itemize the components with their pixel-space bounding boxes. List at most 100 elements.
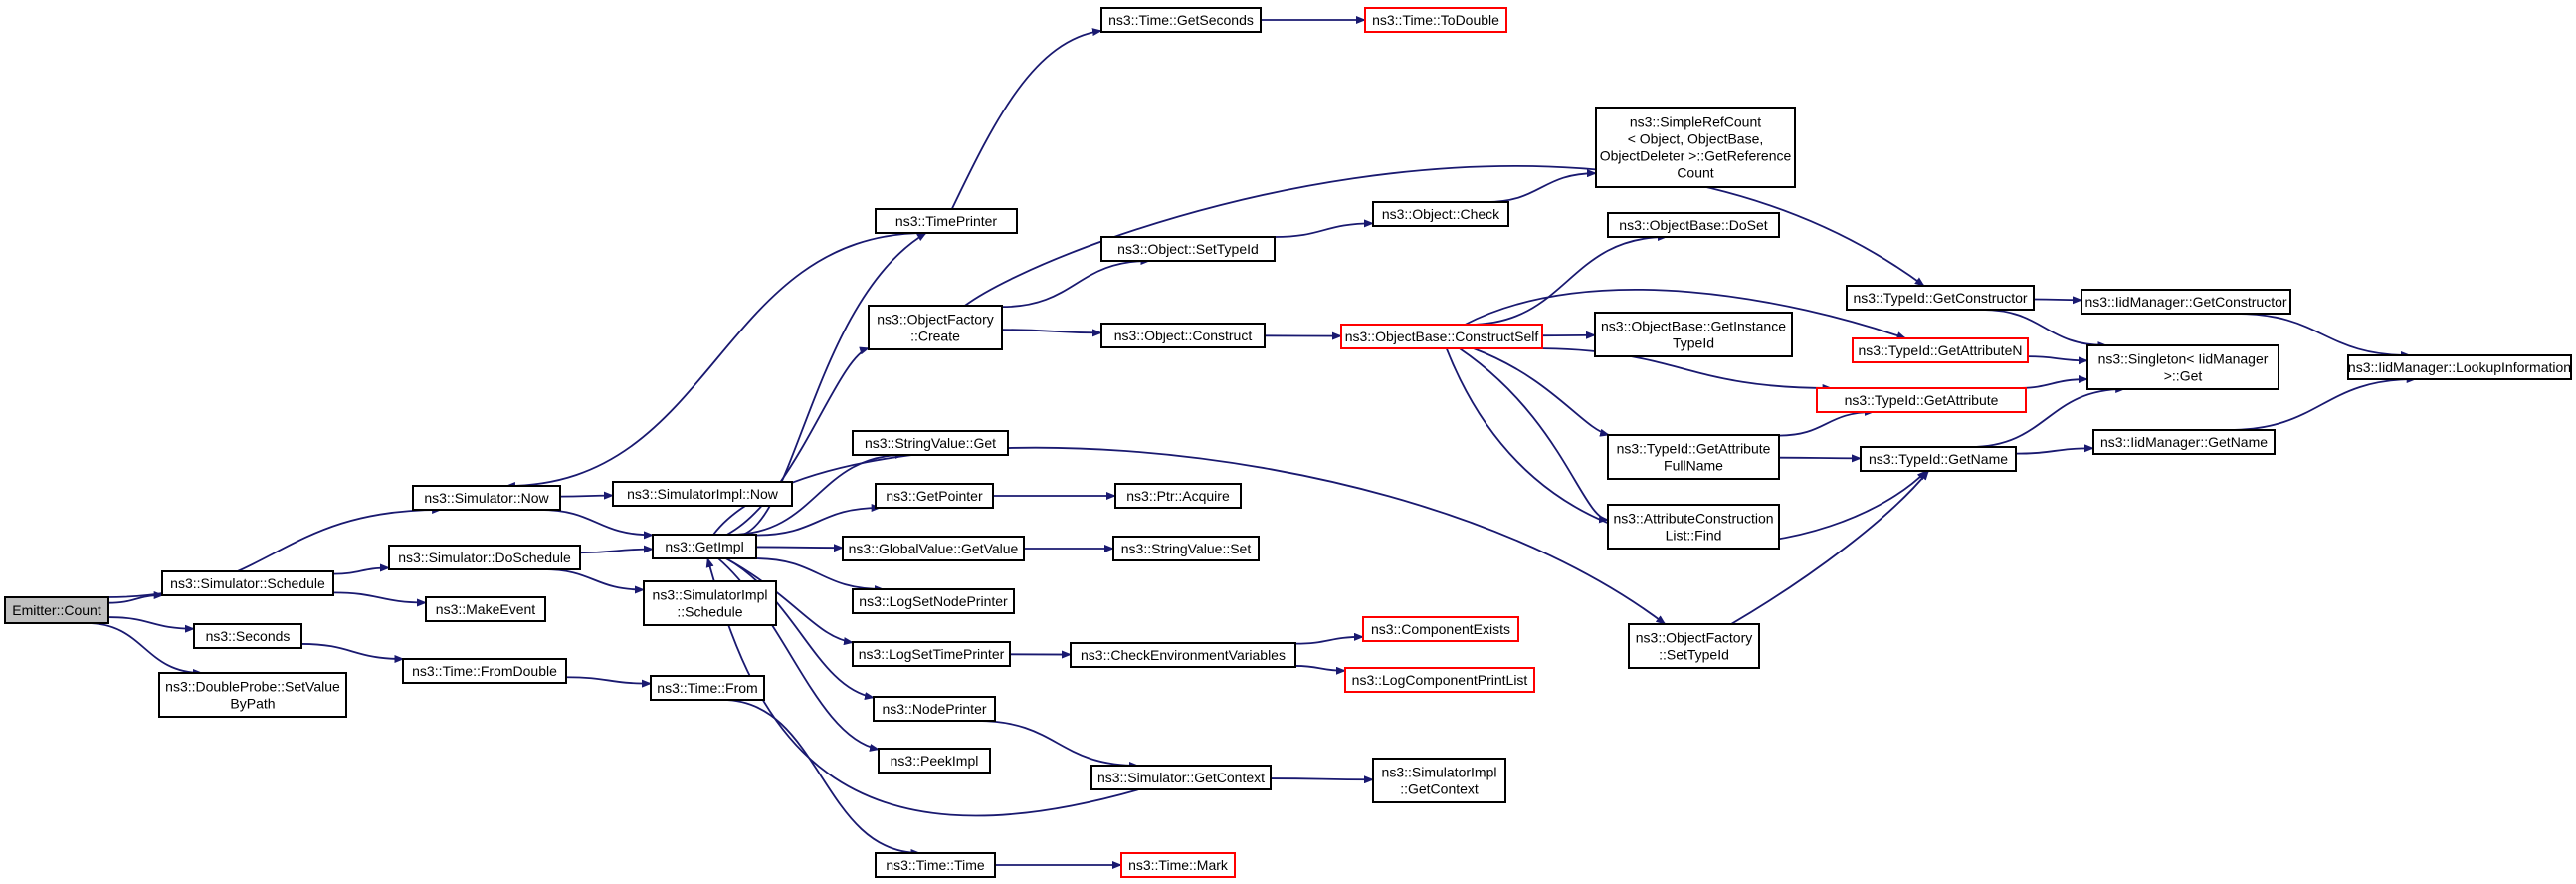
edge-getimpl-to-nodeprinter <box>725 557 875 701</box>
node-label-line: ns3::Ptr::Acquire <box>1126 488 1230 504</box>
node-sim-doschedule[interactable]: ns3::Simulator::DoSchedule <box>388 545 581 570</box>
edge-objfactory_settypeid-to-typeid_getname <box>1730 470 1929 625</box>
node-sim-now[interactable]: ns3::Simulator::Now <box>412 485 561 511</box>
node-label-line: < Object, ObjectBase, <box>1628 130 1764 146</box>
edge-nodeprinter-to-sim_getcontext <box>977 720 1139 770</box>
node-label-line: ns3::ObjectBase::DoSet <box>1619 217 1768 233</box>
node-label-line: ns3::Time::Mark <box>1128 857 1229 873</box>
node-box <box>875 483 994 509</box>
node-label-line: ns3::SimulatorImpl <box>653 586 768 602</box>
node-box <box>1607 504 1780 550</box>
edge-objbase_constructself-to-typeid_getattributen <box>1464 289 1907 339</box>
node-iidmanager-getname[interactable]: ns3::IidManager::GetName <box>2092 429 2276 455</box>
node-sim-schedule[interactable]: ns3::Simulator::Schedule <box>161 570 334 596</box>
edge-timeprinter-to-time_getseconds <box>950 28 1102 210</box>
node-label-line: >::Get <box>2164 367 2203 383</box>
node-label-line: ns3::StringValue::Get <box>865 435 996 451</box>
edge-getimpl-to-timeprinter <box>741 232 927 536</box>
node-nodeprinter[interactable]: ns3::NodePrinter <box>873 696 996 722</box>
node-objfactory-settypeid[interactable]: ns3::ObjectFactory::SetTypeId <box>1628 623 1760 669</box>
edge-objfactory_create-to-object_settypeid <box>1001 257 1151 309</box>
node-checkenvvars[interactable]: ns3::CheckEnvironmentVariables <box>1070 642 1296 668</box>
node-box <box>1114 483 1242 509</box>
node-ptr-acquire[interactable]: ns3::Ptr::Acquire <box>1114 483 1242 509</box>
node-box <box>1340 324 1543 349</box>
edge-typeid_getconstructor-to-iidmanager_getconstructor <box>2033 296 2082 305</box>
node-label-line: ns3::ObjectFactory <box>877 311 994 327</box>
node-simimpl-now[interactable]: ns3::SimulatorImpl::Now <box>612 481 793 507</box>
node-logsettimeprinter[interactable]: ns3::LogSetTimePrinter <box>852 641 1011 667</box>
edge-typeid_getattributen-to-singleton_get <box>2027 355 2088 365</box>
node-box <box>2086 344 2279 390</box>
node-logcomponentprintlist[interactable]: ns3::LogComponentPrintList <box>1344 667 1535 693</box>
node-label-line: ns3::TypeId::GetAttributeN <box>1859 342 2023 358</box>
node-box <box>1860 446 2017 472</box>
node-stringvalue-get[interactable]: ns3::StringValue::Get <box>852 430 1009 456</box>
node-sim-getcontext[interactable]: ns3::Simulator::GetContext <box>1090 765 1272 790</box>
edge-sim_schedule-to-makeevent <box>332 591 427 607</box>
node-object-check[interactable]: ns3::Object::Check <box>1372 201 1509 227</box>
node-logsetnodeprinter[interactable]: ns3::LogSetNodePrinter <box>852 588 1015 614</box>
node-seconds[interactable]: ns3::Seconds <box>193 623 302 649</box>
node-label-line: ::SetTypeId <box>1659 646 1729 662</box>
node-time-from[interactable]: ns3::Time::From <box>650 675 765 701</box>
node-label-line: ns3::TimePrinter <box>895 213 998 229</box>
edge-checkenvvars-to-componentexists <box>1294 632 1364 645</box>
node-label-line: ns3::LogComponentPrintList <box>1352 672 1528 688</box>
edge-objbase_constructself-to-typeid_getattribute <box>1531 347 1833 392</box>
node-simimpl-schedule[interactable]: ns3::SimulatorImpl::Schedule <box>643 580 777 626</box>
node-globalvalue-getvalue[interactable]: ns3::GlobalValue::GetValue <box>842 536 1025 561</box>
node-typeid-getconstructor[interactable]: ns3::TypeId::GetConstructor <box>1846 285 2035 311</box>
node-time-getseconds[interactable]: ns3::Time::GetSeconds <box>1100 7 1262 33</box>
node-object-settypeid[interactable]: ns3::Object::SetTypeId <box>1100 236 1276 262</box>
node-label-line: ns3::LogSetTimePrinter <box>859 646 1005 662</box>
node-iidmanager-getconstructor[interactable]: ns3::IidManager::GetConstructor <box>2081 289 2291 315</box>
node-box <box>2347 354 2572 380</box>
node-label-line: ns3::TypeId::GetName <box>1869 451 2008 467</box>
node-time-mark[interactable]: ns3::Time::Mark <box>1120 852 1236 878</box>
node-stringvalue-set[interactable]: ns3::StringValue::Set <box>1112 536 1260 561</box>
node-objbase-constructself[interactable]: ns3::ObjectBase::ConstructSelf <box>1340 324 1543 349</box>
node-typeid-getattributen[interactable]: ns3::TypeId::GetAttributeN <box>1852 337 2029 363</box>
node-iidmanager-lookupinformation[interactable]: ns3::IidManager::LookupInformation <box>2347 354 2572 380</box>
node-label-line: ns3::TypeId::GetAttribute <box>1845 392 1999 408</box>
node-label-line: ns3::Simulator::Now <box>424 490 549 506</box>
node-label-line: ns3::ObjectFactory <box>1636 629 1753 645</box>
node-simimpl-getcontext[interactable]: ns3::SimulatorImpl::GetContext <box>1372 758 1506 803</box>
node-simplerefcount[interactable]: ns3::SimpleRefCount< Object, ObjectBase,… <box>1595 107 1796 188</box>
node-label-line: ::Schedule <box>677 603 742 619</box>
edge-typeid_getattributefullname-to-typeid_getattribute <box>1778 408 1875 437</box>
node-typeid-getattribute[interactable]: ns3::TypeId::GetAttribute <box>1816 387 2027 413</box>
node-componentexists[interactable]: ns3::ComponentExists <box>1362 616 1519 642</box>
node-label-line: ns3::Time::Time <box>886 857 985 873</box>
node-box <box>875 208 1018 234</box>
node-peekimpl[interactable]: ns3::PeekImpl <box>878 748 991 774</box>
node-typeid-getname[interactable]: ns3::TypeId::GetName <box>1860 446 2017 472</box>
node-label-line: ns3::PeekImpl <box>891 753 979 769</box>
node-objfactory-create[interactable]: ns3::ObjectFactory::Create <box>868 305 1003 350</box>
node-getpointer[interactable]: ns3::GetPointer <box>875 483 994 509</box>
node-timeprinter[interactable]: ns3::TimePrinter <box>875 208 1018 234</box>
node-time-fromdouble[interactable]: ns3::Time::FromDouble <box>402 658 567 684</box>
node-time-time[interactable]: ns3::Time::Time <box>875 852 996 878</box>
node-label-line: ns3::GlobalValue::GetValue <box>849 541 1019 556</box>
node-objbase-doset[interactable]: ns3::ObjectBase::DoSet <box>1607 212 1780 238</box>
edge-object_settypeid-to-object_check <box>1274 219 1374 238</box>
node-label-line: ns3::Object::Construct <box>1114 328 1253 343</box>
nodes-layer: Emitter::Countns3::Simulator::Nowns3::Si… <box>4 7 2572 878</box>
node-box <box>161 570 334 596</box>
node-box <box>1372 758 1506 803</box>
node-singleton-get[interactable]: ns3::Singleton< IidManager>::Get <box>2086 344 2279 390</box>
node-getimpl[interactable]: ns3::GetImpl <box>652 534 757 559</box>
node-time-todouble[interactable]: ns3::Time::ToDouble <box>1364 7 1507 33</box>
edge-object_check-to-simplerefcount <box>1486 169 1597 203</box>
node-label-line: ns3::Simulator::GetContext <box>1097 770 1265 785</box>
node-box <box>1070 642 1296 668</box>
node-object-construct[interactable]: ns3::Object::Construct <box>1100 323 1266 348</box>
node-label-line: ns3::ObjectBase::ConstructSelf <box>1345 329 1539 344</box>
node-makeevent[interactable]: ns3::MakeEvent <box>425 596 546 622</box>
